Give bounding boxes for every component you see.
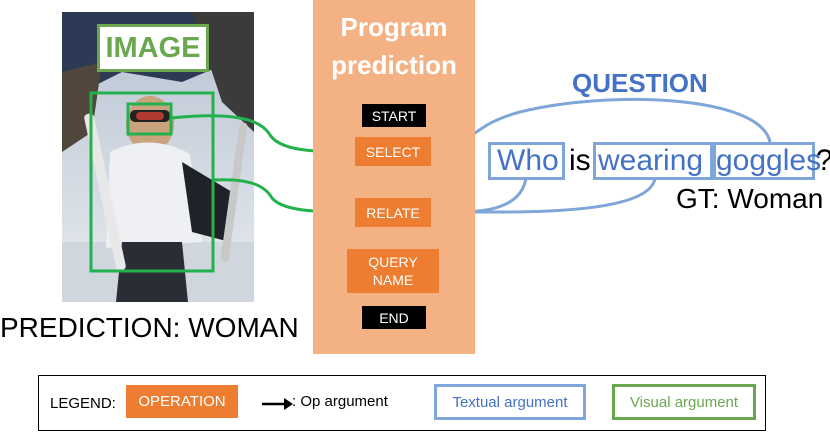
program-panel-title: Program prediction <box>313 8 475 84</box>
question-mark: ? <box>816 143 830 179</box>
relate-operation: RELATE <box>355 198 431 227</box>
program-prediction-panel <box>313 0 475 354</box>
skier-photo <box>62 12 254 302</box>
legend-visual-argument: Visual argument <box>612 384 756 420</box>
question-word-who: Who <box>497 144 559 177</box>
query-line2: NAME <box>372 272 414 288</box>
ground-truth: GT: Woman <box>676 183 824 214</box>
image-label: IMAGE <box>97 24 209 72</box>
goggles-bounding-box <box>126 102 173 136</box>
question-word-goggles: goggles <box>716 144 822 177</box>
legend-op-argument: : Op argument <box>292 393 388 410</box>
legend-arrow-icon <box>262 398 293 410</box>
select-operation: SELECT <box>355 137 431 166</box>
textual-arrow-relate-2 <box>469 177 657 214</box>
query-line1: QUERY <box>368 254 418 270</box>
skier-photo-illustration <box>62 12 254 302</box>
legend-operation: OPERATION <box>126 385 238 418</box>
who-word-box <box>488 142 565 180</box>
end-node: END <box>362 306 426 329</box>
query-name-operation: QUERY NAME <box>347 249 439 293</box>
prediction-text: PREDICTION: WOMAN <box>0 312 299 343</box>
wearing-word-box <box>593 142 713 180</box>
person-bounding-box <box>89 91 215 273</box>
legend-label: LEGEND: <box>50 395 116 412</box>
question-title: QUESTION <box>572 68 708 98</box>
legend-textual-argument: Textual argument <box>434 384 586 420</box>
program-title-line2: prediction <box>331 50 457 80</box>
program-title-line1: Program <box>340 12 448 42</box>
question-word-is: is <box>569 144 591 177</box>
question-word-wearing: wearing <box>598 144 704 177</box>
start-node: START <box>362 104 426 127</box>
goggles-word-box <box>713 142 815 180</box>
